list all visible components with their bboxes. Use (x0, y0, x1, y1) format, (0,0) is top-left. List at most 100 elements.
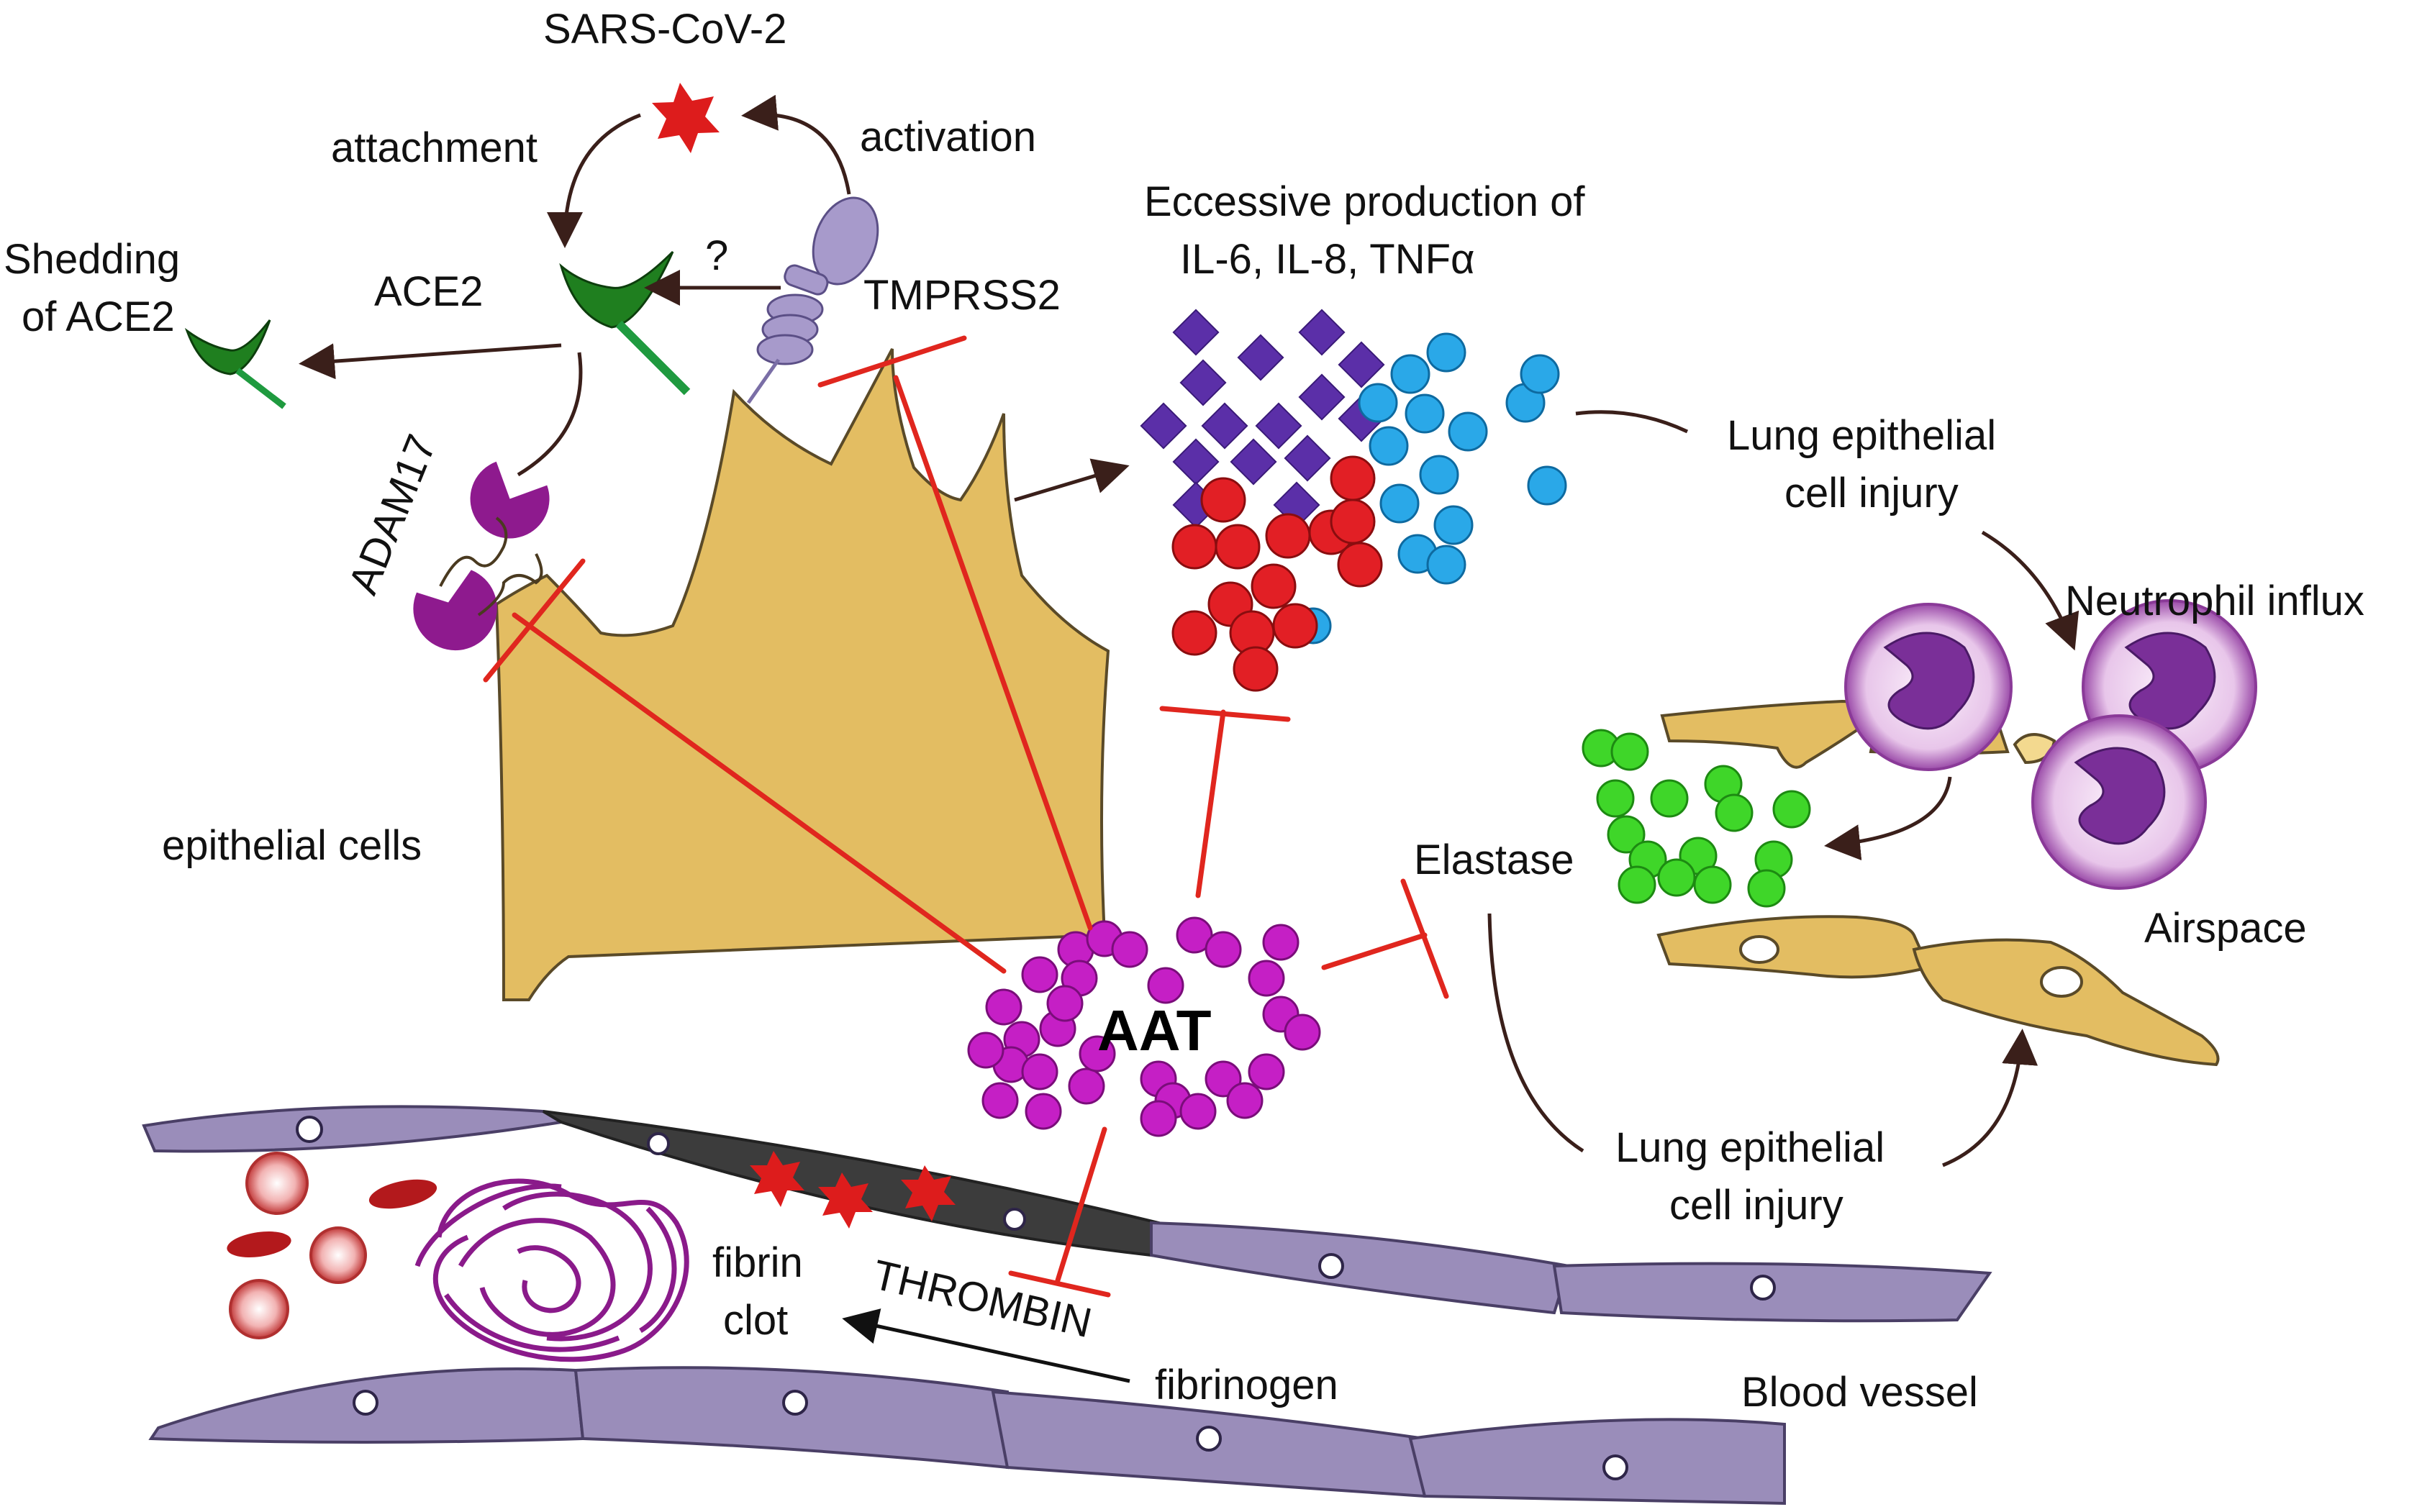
neutrophil-icon (2031, 714, 2207, 890)
il6-diamond-icon (1201, 402, 1248, 450)
tnf-ball-icon (1390, 354, 1430, 394)
aat-blob-icon (1248, 1053, 1285, 1090)
aat-blob-icon (1140, 1100, 1177, 1137)
aat-blob-icon (1021, 1053, 1058, 1090)
red-blood-cells (227, 1152, 437, 1339)
tnf-ball-icon (1358, 383, 1398, 423)
elastase-ball-icon (1618, 865, 1656, 904)
vessel-nucleus (1318, 1253, 1344, 1279)
shedding-label-line1: Shedding (4, 236, 180, 283)
aat-inhibits-elastase-line (1321, 932, 1428, 970)
il6-diamond-icon (1140, 402, 1187, 450)
activation-arrow (741, 94, 851, 195)
tnf-ball-icon (1520, 354, 1560, 394)
alveolar-nucleus (2040, 966, 2083, 998)
aat-blob-icon (1248, 960, 1285, 997)
elastase-ball-icon (1650, 779, 1689, 818)
cytokines-label-line2: IL-6, IL-8, TNFα (1180, 236, 1475, 283)
alveolar-nucleus (1739, 935, 1779, 964)
il6-diamond-icon (1172, 309, 1220, 356)
cell-to-cytokine-arrow (1014, 458, 1130, 502)
ace2-to-adam17-line (517, 352, 583, 477)
aat-blob-icon (985, 988, 1022, 1026)
aat-inhibits-elastase-bar (1400, 878, 1449, 999)
elastase-ball-icon (1693, 865, 1732, 904)
tnf-ball-icon (1433, 505, 1474, 545)
vessel-nucleus (353, 1390, 378, 1416)
tnf-ball-icon (1448, 411, 1488, 452)
shedding-arrow (299, 343, 562, 380)
il6-diamond-icon (1298, 309, 1346, 356)
aat-blob-icon (1147, 967, 1184, 1004)
attachment-label: attachment (331, 124, 538, 171)
il6-diamond-icon (1237, 334, 1284, 381)
epithelial-cells-label: epithelial cells (162, 822, 422, 869)
rbc-side-icon (227, 1231, 291, 1257)
il8-ball-icon (1272, 603, 1318, 649)
aat-inhibits-cytokines-bar (1159, 706, 1291, 722)
lung-injury-bottom-line1: Lung epithelial (1615, 1124, 1884, 1171)
il6-diamond-icon (1255, 402, 1302, 450)
il6-diamond-icon (1338, 341, 1385, 388)
vessel-nucleus (1196, 1426, 1222, 1452)
il8-ball-icon (1265, 513, 1311, 559)
sars-cov-2-icon (652, 83, 720, 153)
sars-cov-2-label: SARS-CoV-2 (543, 6, 786, 53)
aat-inhibits-tmprss2-line (893, 375, 1093, 931)
lung-injury-bottom-line2: cell injury (1669, 1182, 1843, 1229)
elastase-cluster (1582, 729, 1811, 908)
tnf-ball-icon (1405, 393, 1445, 434)
il6-diamond-icon (1230, 438, 1277, 486)
tnf-ball-icon (1419, 455, 1459, 495)
rbc-side-icon (368, 1179, 437, 1209)
vessel-nucleus (647, 1132, 670, 1155)
injury-to-epithelium-arrow (1942, 1029, 2038, 1167)
il8-ball-icon (1200, 477, 1246, 523)
neutrophil-to-elastase-arrow (1824, 776, 1952, 861)
il6-diamond-icon (1298, 373, 1346, 421)
elastase-ball-icon (1715, 793, 1754, 832)
aat-blob-icon (1079, 1035, 1116, 1072)
blood-vessel (142, 1105, 1992, 1506)
aat-blob-icon (1046, 985, 1084, 1022)
il6-diamond-icon (1179, 359, 1227, 406)
shedding-label-line2: of ACE2 (22, 293, 175, 340)
vessel-wall-upper (142, 1105, 566, 1153)
vessel-nucleus (1003, 1208, 1026, 1231)
rbc-icon (229, 1279, 289, 1339)
cytokine-cluster (1140, 309, 1567, 692)
vessel-wall-infected (542, 1110, 1161, 1257)
cytokine-to-injury-line (1575, 410, 1689, 434)
thrombin-arrow (842, 1308, 1130, 1383)
vessel-nucleus (296, 1116, 323, 1143)
adam17-label: ADAM17 (340, 428, 445, 601)
aat-blob-icon (1111, 931, 1148, 968)
aat-blob-icon (1284, 1014, 1321, 1051)
vessel-wall-upper-right (1150, 1221, 1571, 1315)
elastase-ball-icon (1657, 858, 1696, 897)
airspace-label: Airspace (2144, 905, 2307, 952)
shed-ace2-icon (184, 319, 286, 409)
rbc-icon (245, 1152, 309, 1215)
tnf-ball-icon (1527, 465, 1567, 506)
elastase-label: Elastase (1414, 837, 1574, 883)
il8-ball-icon (1171, 610, 1217, 656)
aat-inhibits-adam17-line (512, 612, 1007, 974)
neutrophil-icon (1844, 603, 2013, 771)
il8-ball-icon (1171, 524, 1217, 570)
aat-label: AAT (1097, 998, 1212, 1062)
attachment-arrow (547, 113, 641, 248)
elastase-ball-icon (1772, 790, 1811, 829)
neutrophils (1844, 599, 2257, 890)
il8-ball-icon (1330, 455, 1376, 501)
aat-inhibits-cytokines-line (1195, 709, 1226, 898)
lung-injury-top-line2: cell injury (1784, 470, 1959, 516)
vessel-wall-lower2 (573, 1366, 1009, 1470)
fibrin-label-line2: clot (723, 1297, 788, 1344)
il6-diamond-icon (1284, 434, 1331, 482)
blood-vessel-label: Blood vessel (1741, 1369, 1978, 1416)
aat-inhibits-adam17-bar (483, 558, 586, 683)
tnf-ball-icon (1426, 332, 1466, 373)
activation-label: activation (860, 114, 1036, 160)
tnf-ball-icon (1379, 483, 1420, 524)
